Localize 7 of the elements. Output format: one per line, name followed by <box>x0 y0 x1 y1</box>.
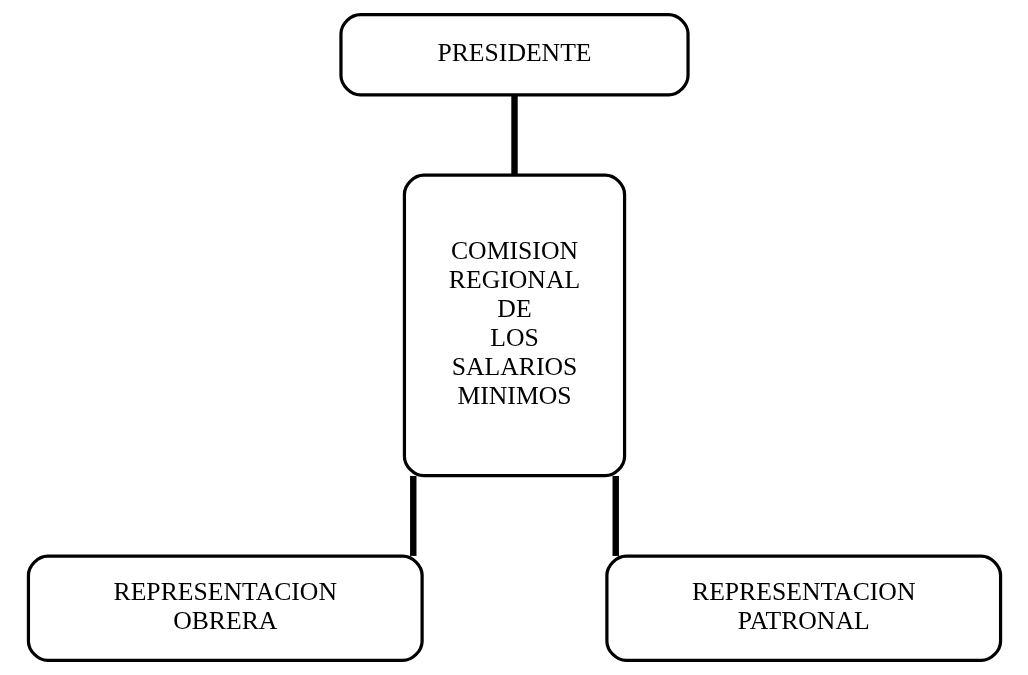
connector <box>409 475 416 556</box>
node-box: REPRESENTACION OBRERA <box>26 554 424 663</box>
node-box: PRESIDENTE <box>338 12 690 97</box>
node-box: REPRESENTACION PATRONAL <box>604 554 1002 663</box>
connector <box>510 95 518 175</box>
connector <box>612 475 619 556</box>
node-box: COMISION REGIONAL DE LOS SALARIOS MINIMOS <box>402 173 626 478</box>
